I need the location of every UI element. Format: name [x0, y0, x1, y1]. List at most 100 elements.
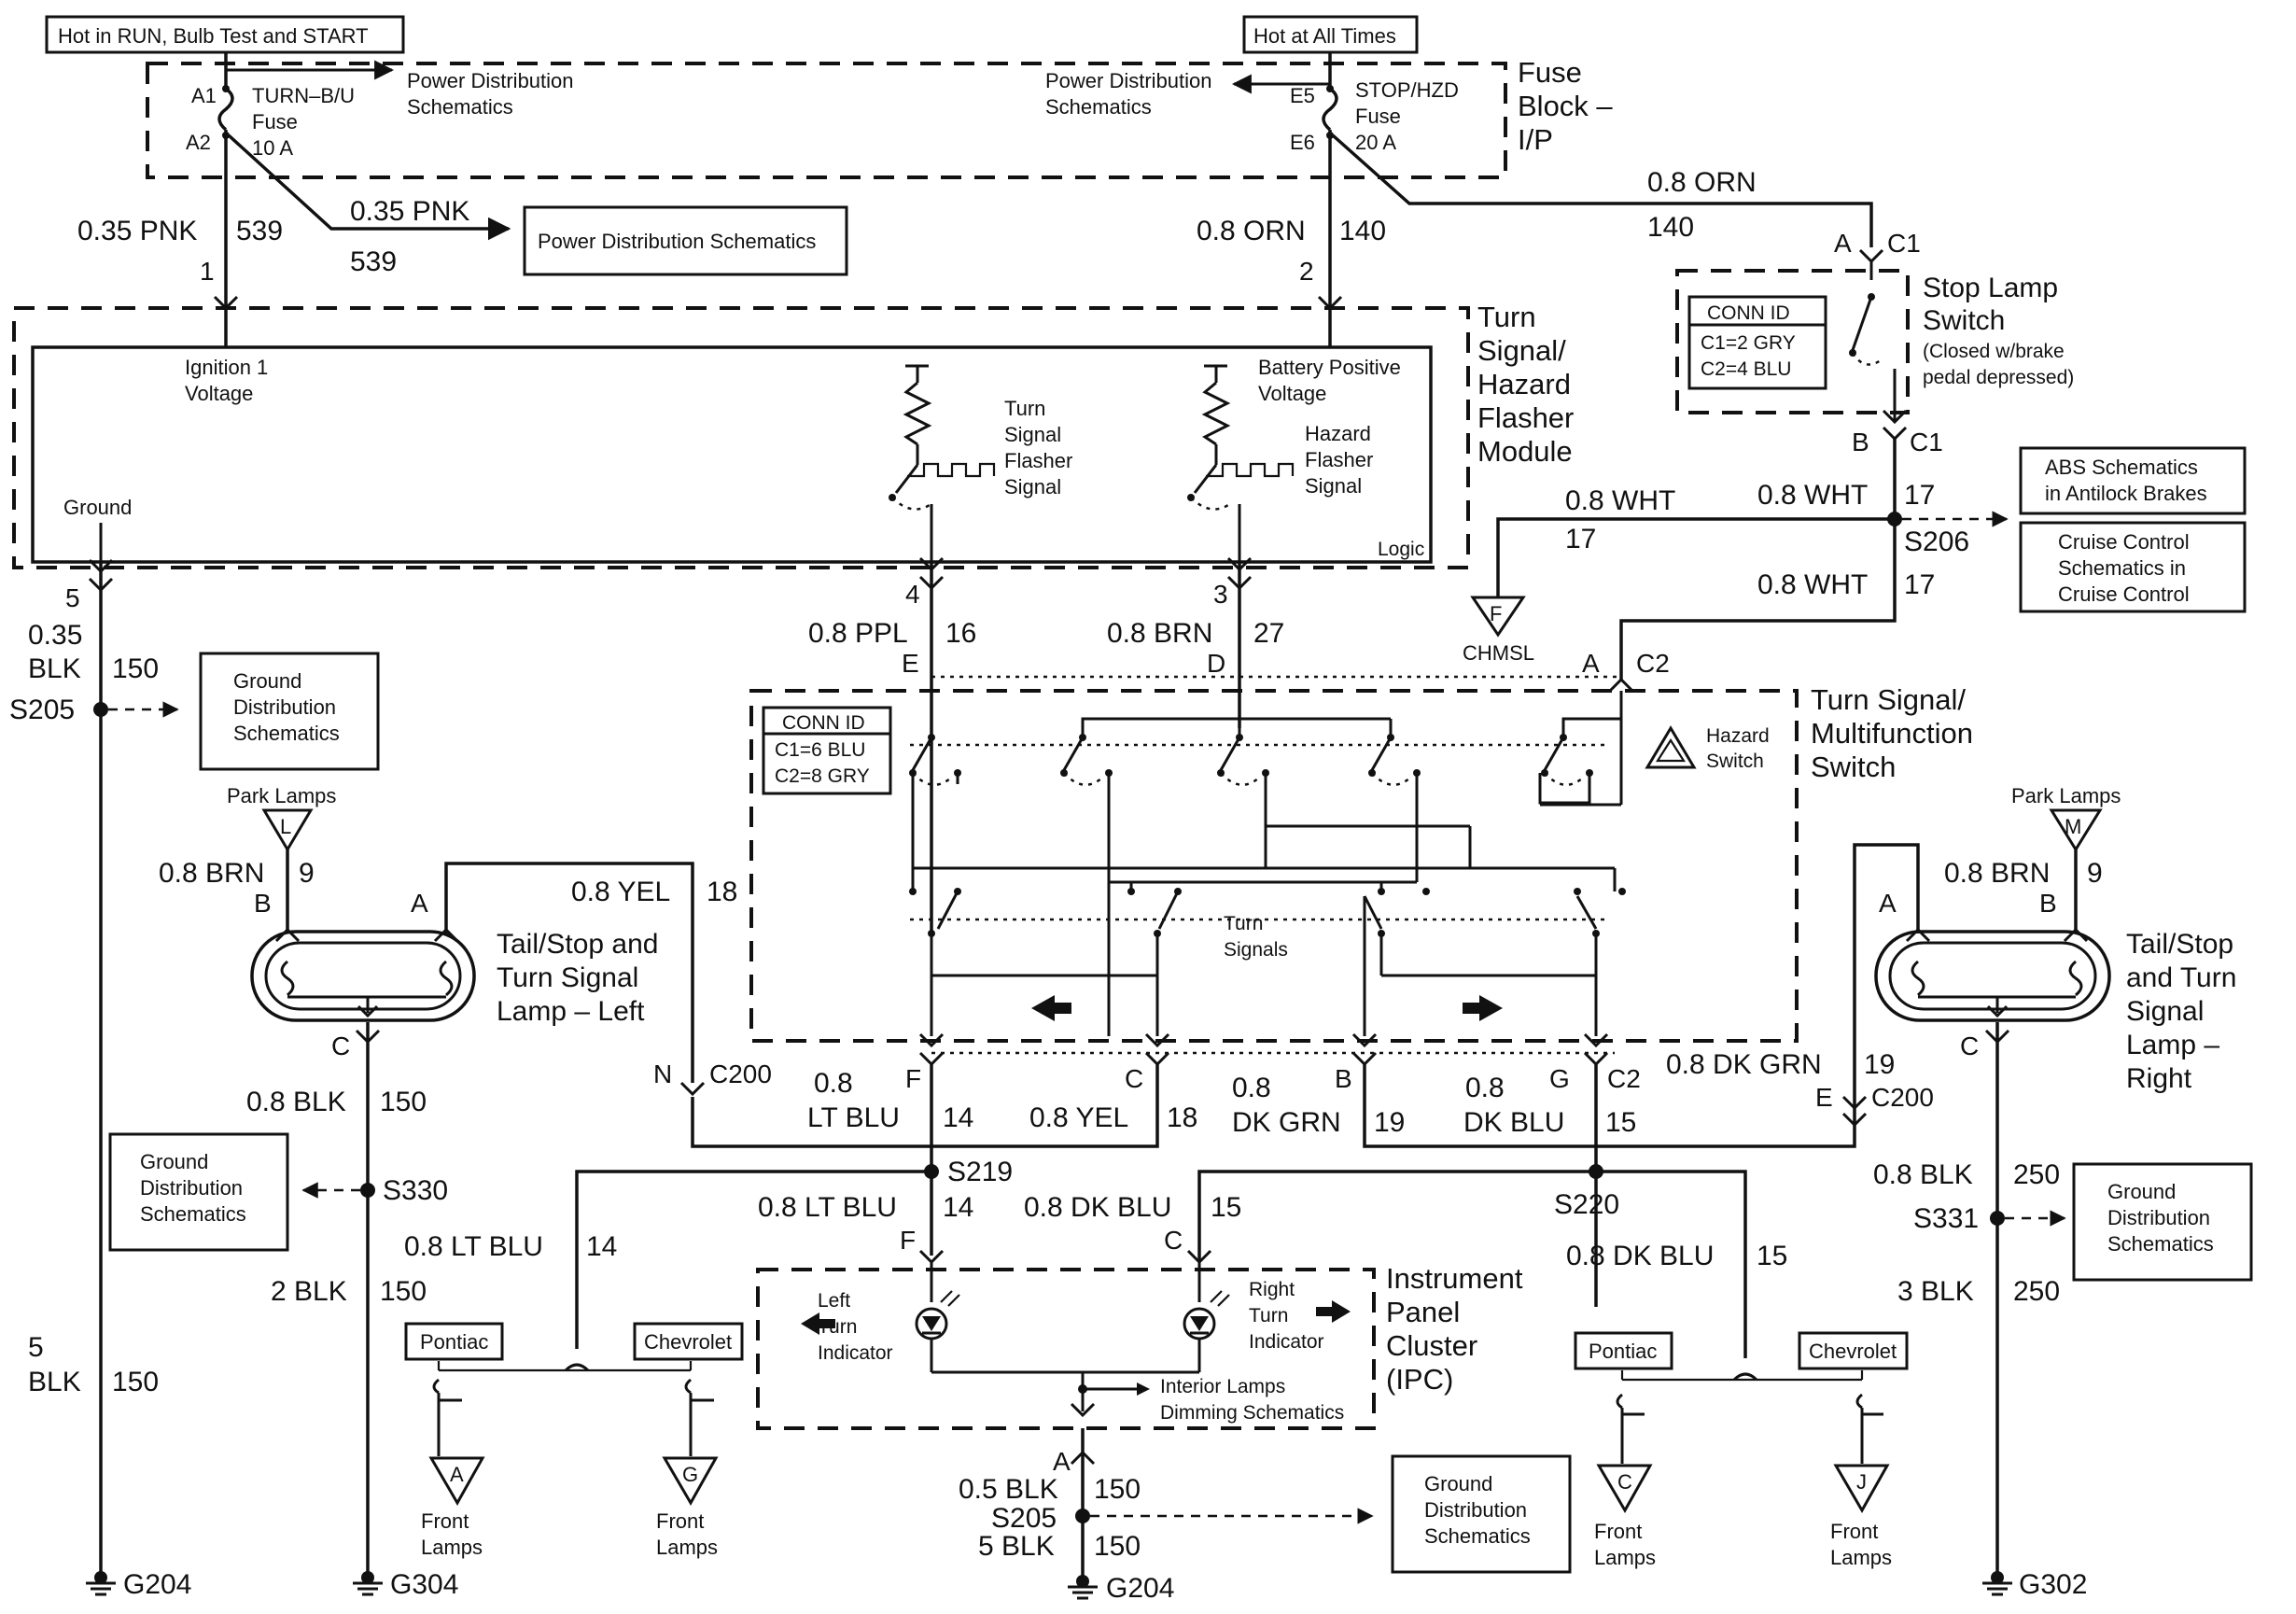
conn-id-label: C2=8 GRY — [775, 765, 870, 787]
wire-circuit: 14 — [943, 1192, 973, 1223]
pin-e: E — [1815, 1083, 1833, 1112]
option-pontiac: Pontiac — [1589, 1340, 1657, 1363]
wire-gauge: 0.8 PPL — [808, 618, 908, 649]
splice-label: S219 — [947, 1157, 1013, 1187]
ground-dist-box-1: Ground Distribution Schematics — [199, 652, 380, 771]
lamp-left-title: Turn Signal — [497, 962, 638, 993]
battery-label: Voltage — [1258, 382, 1326, 405]
pds-box-label: Power Distribution Schematics — [538, 230, 816, 253]
splice-label: S331 — [1913, 1203, 1979, 1234]
lamp-right-title: and Turn — [2126, 962, 2236, 993]
pin-e6: E6 — [1290, 131, 1315, 154]
chmsl-symbol: F CHMSL — [1463, 596, 1534, 665]
lamp-right-title: Tail/Stop — [2126, 929, 2233, 960]
wire-gauge: 0.8 BLK — [1873, 1159, 1973, 1190]
hazard-triangle-icon — [1645, 725, 1697, 769]
bulb-filament-icon — [280, 960, 295, 997]
wire-gauge: 3 BLK — [1897, 1276, 1974, 1307]
wire-circuit: 250 — [2013, 1276, 2060, 1307]
option-right: Pontiac Chevrolet — [1574, 1331, 1909, 1464]
wire-gauge: DK BLU — [1463, 1107, 1564, 1138]
dkgrn-19-right-wire — [1853, 843, 1920, 1111]
wire-gauge: 0.8 DK BLU — [1566, 1241, 1714, 1271]
flasher-title: Hazard — [1477, 368, 1571, 400]
stop-lamp-switch: CONN ID C1=2 GRY C2=4 BLU — [1675, 248, 1910, 425]
turn-flasher-label: Turn — [1004, 397, 1045, 420]
logic-label: Logic — [1378, 539, 1424, 560]
ground-dist-label: Schematics — [140, 1202, 246, 1226]
pin-5: 5 — [65, 583, 80, 612]
wire-gauge: 0.8 LT BLU — [404, 1231, 543, 1262]
pin-f: F — [905, 1064, 921, 1093]
yel-18-top-wire — [444, 862, 694, 1083]
wire-circuit: 14 — [586, 1231, 617, 1262]
pin-2: 2 — [1299, 257, 1314, 286]
front-lamp-letter: C — [1617, 1470, 1632, 1494]
abs-label: ABS Schematics — [2045, 456, 2198, 479]
chmsl-letter: F — [1490, 602, 1502, 625]
wire-circuit: 9 — [299, 858, 315, 889]
ground-dist-label: Distribution — [2107, 1206, 2210, 1229]
hazard-resistor-icon — [1201, 381, 1231, 446]
pds-box — [523, 205, 848, 276]
turn-signals-label: Turn — [1224, 913, 1263, 934]
cruise-label: Cruise Control — [2058, 530, 2190, 554]
wire-circuit: 150 — [380, 1087, 427, 1117]
ignition-label: Voltage — [185, 382, 253, 405]
pin-b: B — [254, 889, 272, 918]
wire-circuit: 150 — [380, 1276, 427, 1307]
conn-c2: C2 — [1607, 1064, 1641, 1093]
wire-gauge: 0.8 — [1465, 1073, 1505, 1103]
turn-resistor-icon — [903, 381, 932, 446]
wire-gauge: 0.8 WHT — [1757, 569, 1868, 600]
multifunction-title: Turn Signal/ — [1811, 683, 1966, 716]
wire-circuit: 18 — [707, 877, 737, 907]
orn-140-wire — [1331, 133, 1873, 247]
wire-gauge: BLK — [28, 1367, 81, 1397]
lamp-right-title: Signal — [2126, 996, 2204, 1027]
conn-c200: C200 — [1871, 1083, 1934, 1112]
wire-circuit: 150 — [1094, 1474, 1141, 1505]
wire-circuit: 27 — [1253, 618, 1284, 649]
pin-c: C — [331, 1032, 350, 1060]
splice-label: S205 — [9, 695, 75, 725]
ground-dist-box-4: Ground Distribution Schematics — [2072, 1162, 2253, 1282]
ipc-title: (IPC) — [1386, 1363, 1453, 1396]
pin-3: 3 — [1213, 580, 1228, 609]
hazard-label: Hazard — [1706, 725, 1770, 747]
wire-circuit: 16 — [945, 618, 976, 649]
wire-circuit: 15 — [1757, 1241, 1787, 1271]
right-turn-label: Turn — [1249, 1305, 1288, 1326]
front-lamps-label: Front — [1594, 1520, 1642, 1543]
pds-right-label: Schematics — [1045, 95, 1152, 119]
cruise-box: Cruise Control Schematics in Cruise Cont… — [2019, 521, 2247, 613]
hazard-flasher-label: Hazard — [1305, 422, 1371, 445]
multifunction-title: Multifunction — [1811, 717, 1973, 750]
wire-gauge: 0.8 BRN — [1944, 858, 2050, 889]
front-lamp-letter: A — [450, 1463, 464, 1486]
ground-g204-bottom: G204 — [1068, 1573, 1174, 1604]
pin-a: A — [1053, 1447, 1071, 1476]
turn-fuse-label: Fuse — [252, 110, 298, 133]
left-arrow-icon — [1031, 995, 1071, 1021]
ground-dist-label: Schematics — [233, 722, 340, 745]
right-arrow-icon — [1463, 995, 1503, 1021]
pin-b: B — [1335, 1064, 1352, 1093]
pin-b: B — [2039, 889, 2057, 918]
ipc-title: Instrument — [1386, 1262, 1523, 1295]
ground-dist-label: Ground — [1424, 1472, 1492, 1495]
wire-gauge: 0.8 ORN — [1197, 216, 1306, 246]
conn-c200: C200 — [709, 1060, 772, 1088]
right-arrow-icon — [1316, 1300, 1351, 1323]
abs-box: ABS Schematics in Antilock Brakes — [2019, 446, 2247, 515]
stop-switch-title: Switch — [1923, 305, 2005, 336]
front-lamps-label: Lamps — [1830, 1546, 1892, 1569]
lamp-right-title: Lamp – — [2126, 1030, 2219, 1060]
left-turn-label: Turn — [818, 1316, 857, 1338]
pin-a: A — [1879, 889, 1897, 918]
wire-gauge: 0.8 DK GRN — [1666, 1049, 1822, 1080]
wire-circuit: 19 — [1864, 1049, 1895, 1080]
hazard-waveform-icon — [1206, 462, 1295, 478]
ground-g204-left: G204 — [86, 1569, 191, 1600]
wire-gauge: 0.8 ORN — [1647, 167, 1757, 198]
